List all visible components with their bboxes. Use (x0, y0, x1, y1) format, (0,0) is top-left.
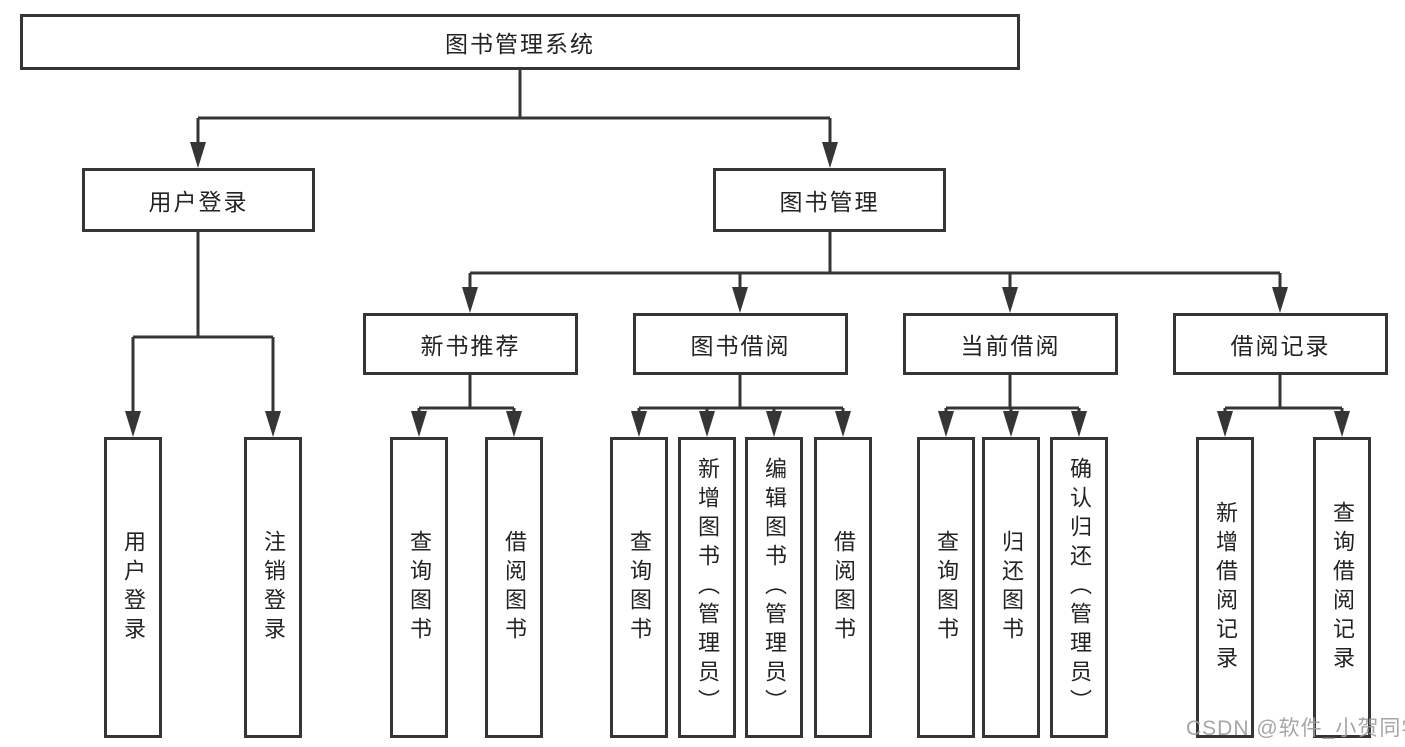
arrowhead (631, 411, 647, 437)
leaf-recommend-query-book: 查询图书 (390, 437, 448, 738)
arrowhead (1272, 287, 1288, 313)
node-book-management-label: 图书管理 (779, 189, 880, 215)
leaf-borrow-query-book: 查询图书 (610, 437, 668, 738)
node-book-borrow: 图书借阅 (633, 313, 848, 375)
arrowhead (1217, 411, 1233, 437)
connector-borrow-record-children (1223, 375, 1344, 416)
arrowhead (732, 287, 748, 313)
leaf-borrow-book-label: 借阅图书 (831, 529, 856, 646)
leaf-borrow-book: 借阅图书 (814, 437, 872, 738)
node-book-management: 图书管理 (713, 168, 946, 232)
connector-book-borrow-children (637, 375, 845, 416)
leaf-logout-label: 注销登录 (261, 529, 286, 646)
leaf-return-book-label: 归还图书 (999, 529, 1024, 646)
node-book-borrow-label: 图书借阅 (690, 333, 791, 359)
node-borrow-record-label: 借阅记录 (1230, 333, 1331, 359)
leaf-query-borrow-record: 查询借阅记录 (1313, 437, 1371, 738)
leaf-recommend-borrow-book: 借阅图书 (485, 437, 543, 738)
leaf-add-book-admin: 新增图书（管理员） (678, 437, 736, 738)
arrowhead (1334, 411, 1350, 437)
node-borrow-record: 借阅记录 (1173, 313, 1388, 375)
connector-current-borrow-children (944, 375, 1081, 416)
arrowhead (411, 411, 427, 437)
arrowhead (1071, 411, 1087, 437)
leaf-confirm-return-admin: 确认归还（管理员） (1050, 437, 1108, 738)
arrowhead (699, 411, 715, 437)
leaf-return-book: 归还图书 (982, 437, 1040, 738)
node-user-login-label: 用户登录 (148, 189, 249, 215)
leaf-add-book-admin-label: 新增图书（管理员） (695, 457, 720, 718)
arrowheads (125, 142, 1350, 437)
node-root: 图书管理系统 (20, 14, 1020, 70)
csdn-watermark: CSDN @软件_小贺同学 (1186, 717, 1405, 740)
leaf-user-login-label: 用户登录 (121, 529, 146, 646)
leaf-edit-book-admin: 编辑图书（管理员） (745, 437, 803, 738)
leaf-logout: 注销登录 (244, 437, 302, 738)
node-root-label: 图书管理系统 (445, 31, 595, 57)
arrowhead (506, 411, 522, 437)
leaf-recommend-query-book-label: 查询图书 (407, 529, 432, 646)
leaf-borrow-query-book-label: 查询图书 (627, 529, 652, 646)
connector-user-login-children (131, 232, 275, 415)
leaf-current-query-book-label: 查询图书 (934, 529, 959, 646)
arrowhead (462, 287, 478, 313)
leaf-query-borrow-record-label: 查询借阅记录 (1330, 500, 1355, 675)
leaf-confirm-return-admin-label: 确认归还（管理员） (1067, 457, 1092, 718)
arrowhead (766, 411, 782, 437)
connector-new-book-children (417, 375, 516, 416)
leaf-user-login: 用户登录 (104, 437, 162, 738)
node-new-book-recommend: 新书推荐 (363, 313, 578, 375)
node-user-login: 用户登录 (82, 168, 315, 232)
node-new-book-recommend-label: 新书推荐 (420, 333, 521, 359)
leaf-add-borrow-record: 新增借阅记录 (1196, 437, 1254, 738)
connector-root-to-level2 (196, 70, 832, 146)
leaf-edit-book-admin-label: 编辑图书（管理员） (762, 457, 787, 718)
arrowhead (1002, 287, 1018, 313)
arrowhead (822, 142, 838, 168)
arrowhead (125, 411, 141, 437)
leaf-current-query-book: 查询图书 (917, 437, 975, 738)
arrowhead (938, 411, 954, 437)
arrowhead (1003, 411, 1019, 437)
arrowhead (835, 411, 851, 437)
arrowhead (265, 411, 281, 437)
node-current-borrow: 当前借阅 (903, 313, 1118, 375)
arrowhead (190, 142, 206, 168)
node-current-borrow-label: 当前借阅 (960, 333, 1061, 359)
leaf-recommend-borrow-book-label: 借阅图书 (502, 529, 527, 646)
connector-book-mgmt-children (468, 232, 1282, 291)
leaf-add-borrow-record-label: 新增借阅记录 (1213, 500, 1238, 675)
